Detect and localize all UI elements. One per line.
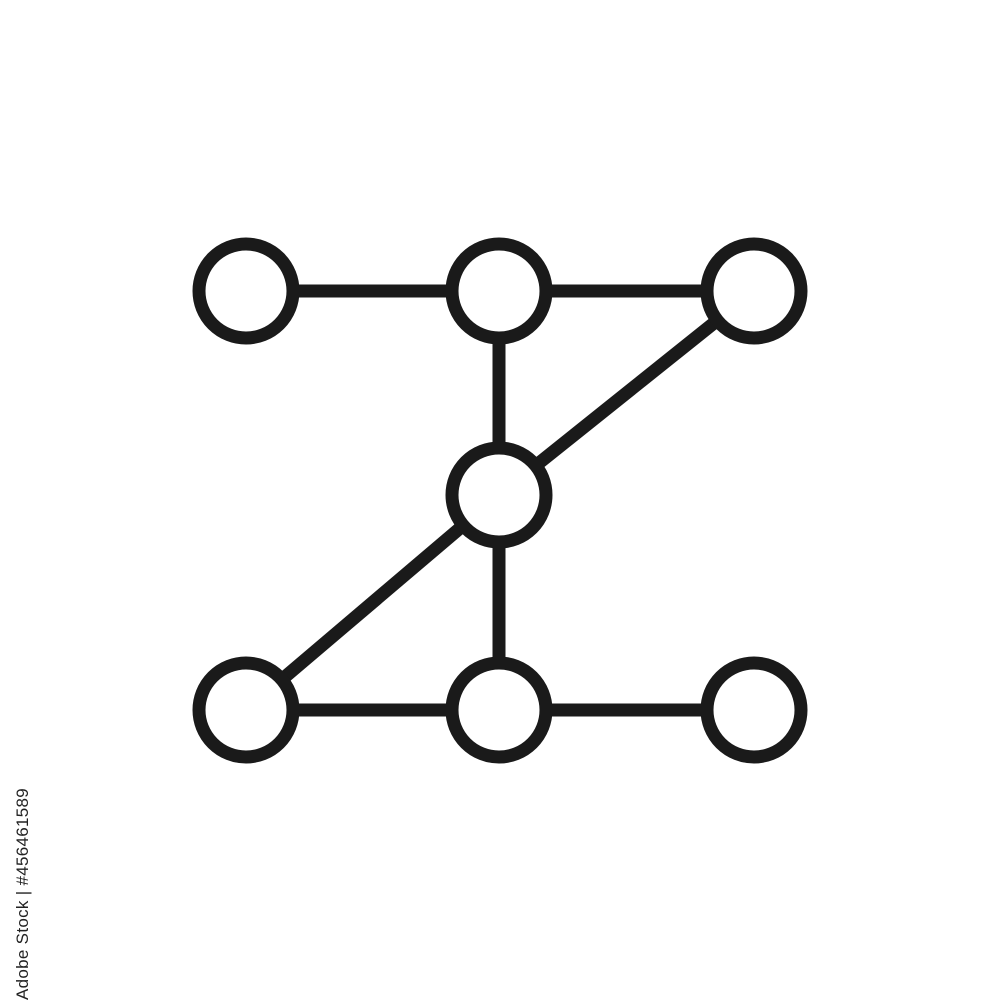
stock-id-watermark: Adobe Stock | #456461589 [13,787,32,1000]
node-center [445,441,553,549]
node-top-left [192,237,300,345]
edge-top-right-to-center [494,285,759,501]
nodes-layer [192,237,808,764]
node-bottom-left [192,656,300,764]
edge-center-to-bottom-left [241,490,504,715]
node-top-right [700,237,808,345]
node-bottom-right [700,656,808,764]
node-bottom-center [445,656,553,764]
node-top-center [445,237,553,345]
